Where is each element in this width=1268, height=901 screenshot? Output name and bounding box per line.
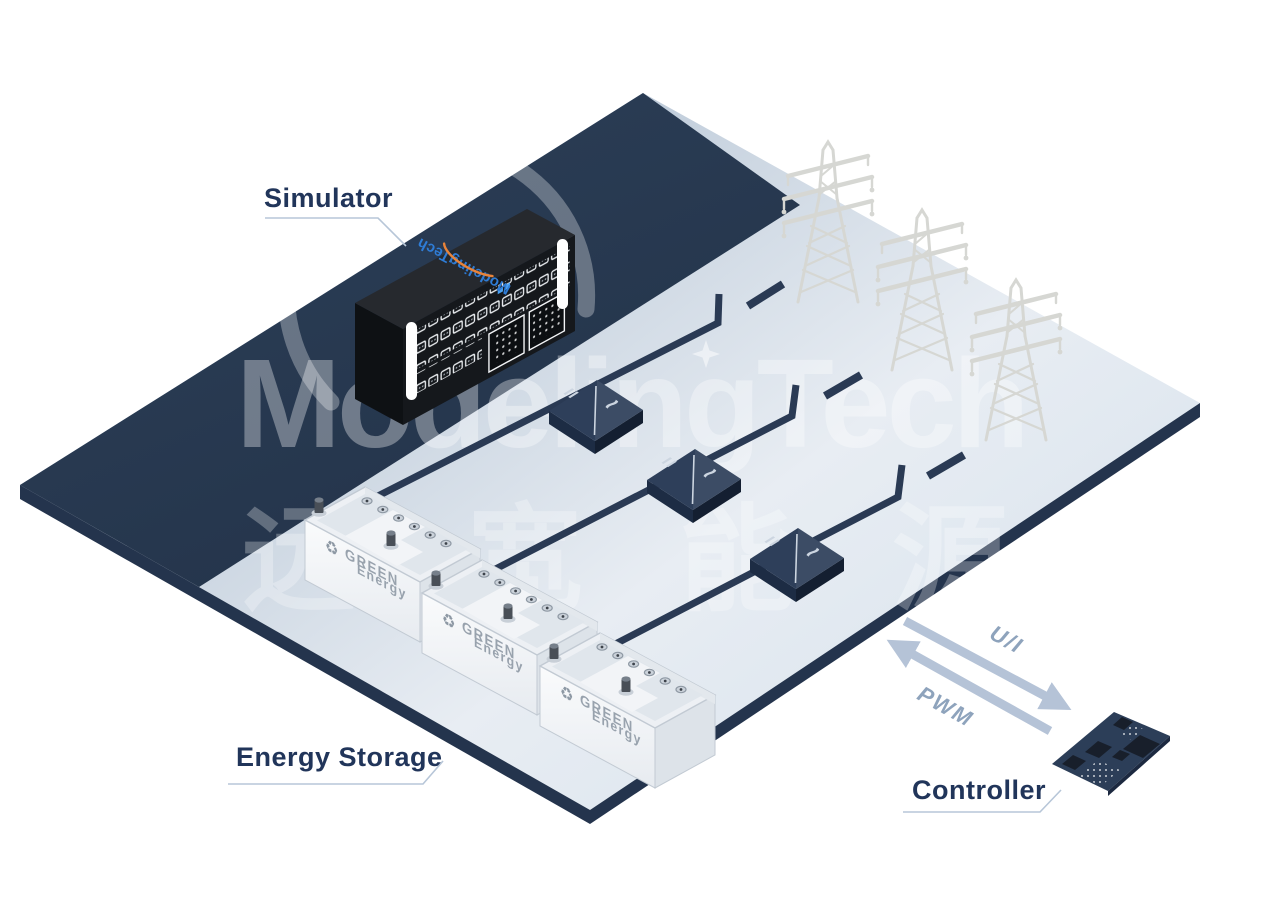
energy-storage-label: Energy Storage [236,742,443,772]
status-led [504,282,510,291]
rack-handle-right [557,239,568,309]
controller-leader-line [903,789,1062,813]
simulator-device: ModelingTech [355,209,575,425]
ui-arrow [902,617,1072,711]
controller-board [1052,712,1170,796]
disconnect-switch-3 [925,451,967,480]
simulator-leader-line [265,217,407,247]
power-lines [368,280,967,656]
ui-signal-label: U/I [986,620,1028,658]
power-line-2 [478,371,864,581]
watermark-cjk-4: 源 [892,495,1008,625]
watermark-swoosh [278,136,596,411]
power-line-3 [598,451,967,656]
controller-label: Controller [912,775,1046,805]
chip [1062,755,1086,770]
pwm-arrow [886,639,1053,735]
callouts: Simulator Energy Storage Controller [228,183,1062,813]
platform-edge-left [20,485,590,824]
platform-surface [20,93,1200,810]
rack-handle-left [406,322,417,400]
simulator-label: Simulator [264,183,393,213]
simulator-left-face [355,303,403,425]
platform-edge-right [590,403,1200,824]
chip [1085,741,1112,758]
watermark-sparkle [692,340,720,368]
chip [1113,717,1133,730]
pin-grid [1120,724,1145,740]
simulator-top-face [355,209,575,329]
disconnect-switch-1 [745,280,786,310]
chip [1123,735,1160,758]
disconnect-switch-2 [822,371,864,400]
power-line-1 [368,280,786,504]
simulator-logo-swoosh [442,242,494,278]
pin-grid [1079,760,1120,786]
signal-arrows: U/I PWM [886,617,1072,735]
status-led [497,286,503,295]
chip [1112,750,1130,761]
energy-storage-leader-line [228,760,444,785]
